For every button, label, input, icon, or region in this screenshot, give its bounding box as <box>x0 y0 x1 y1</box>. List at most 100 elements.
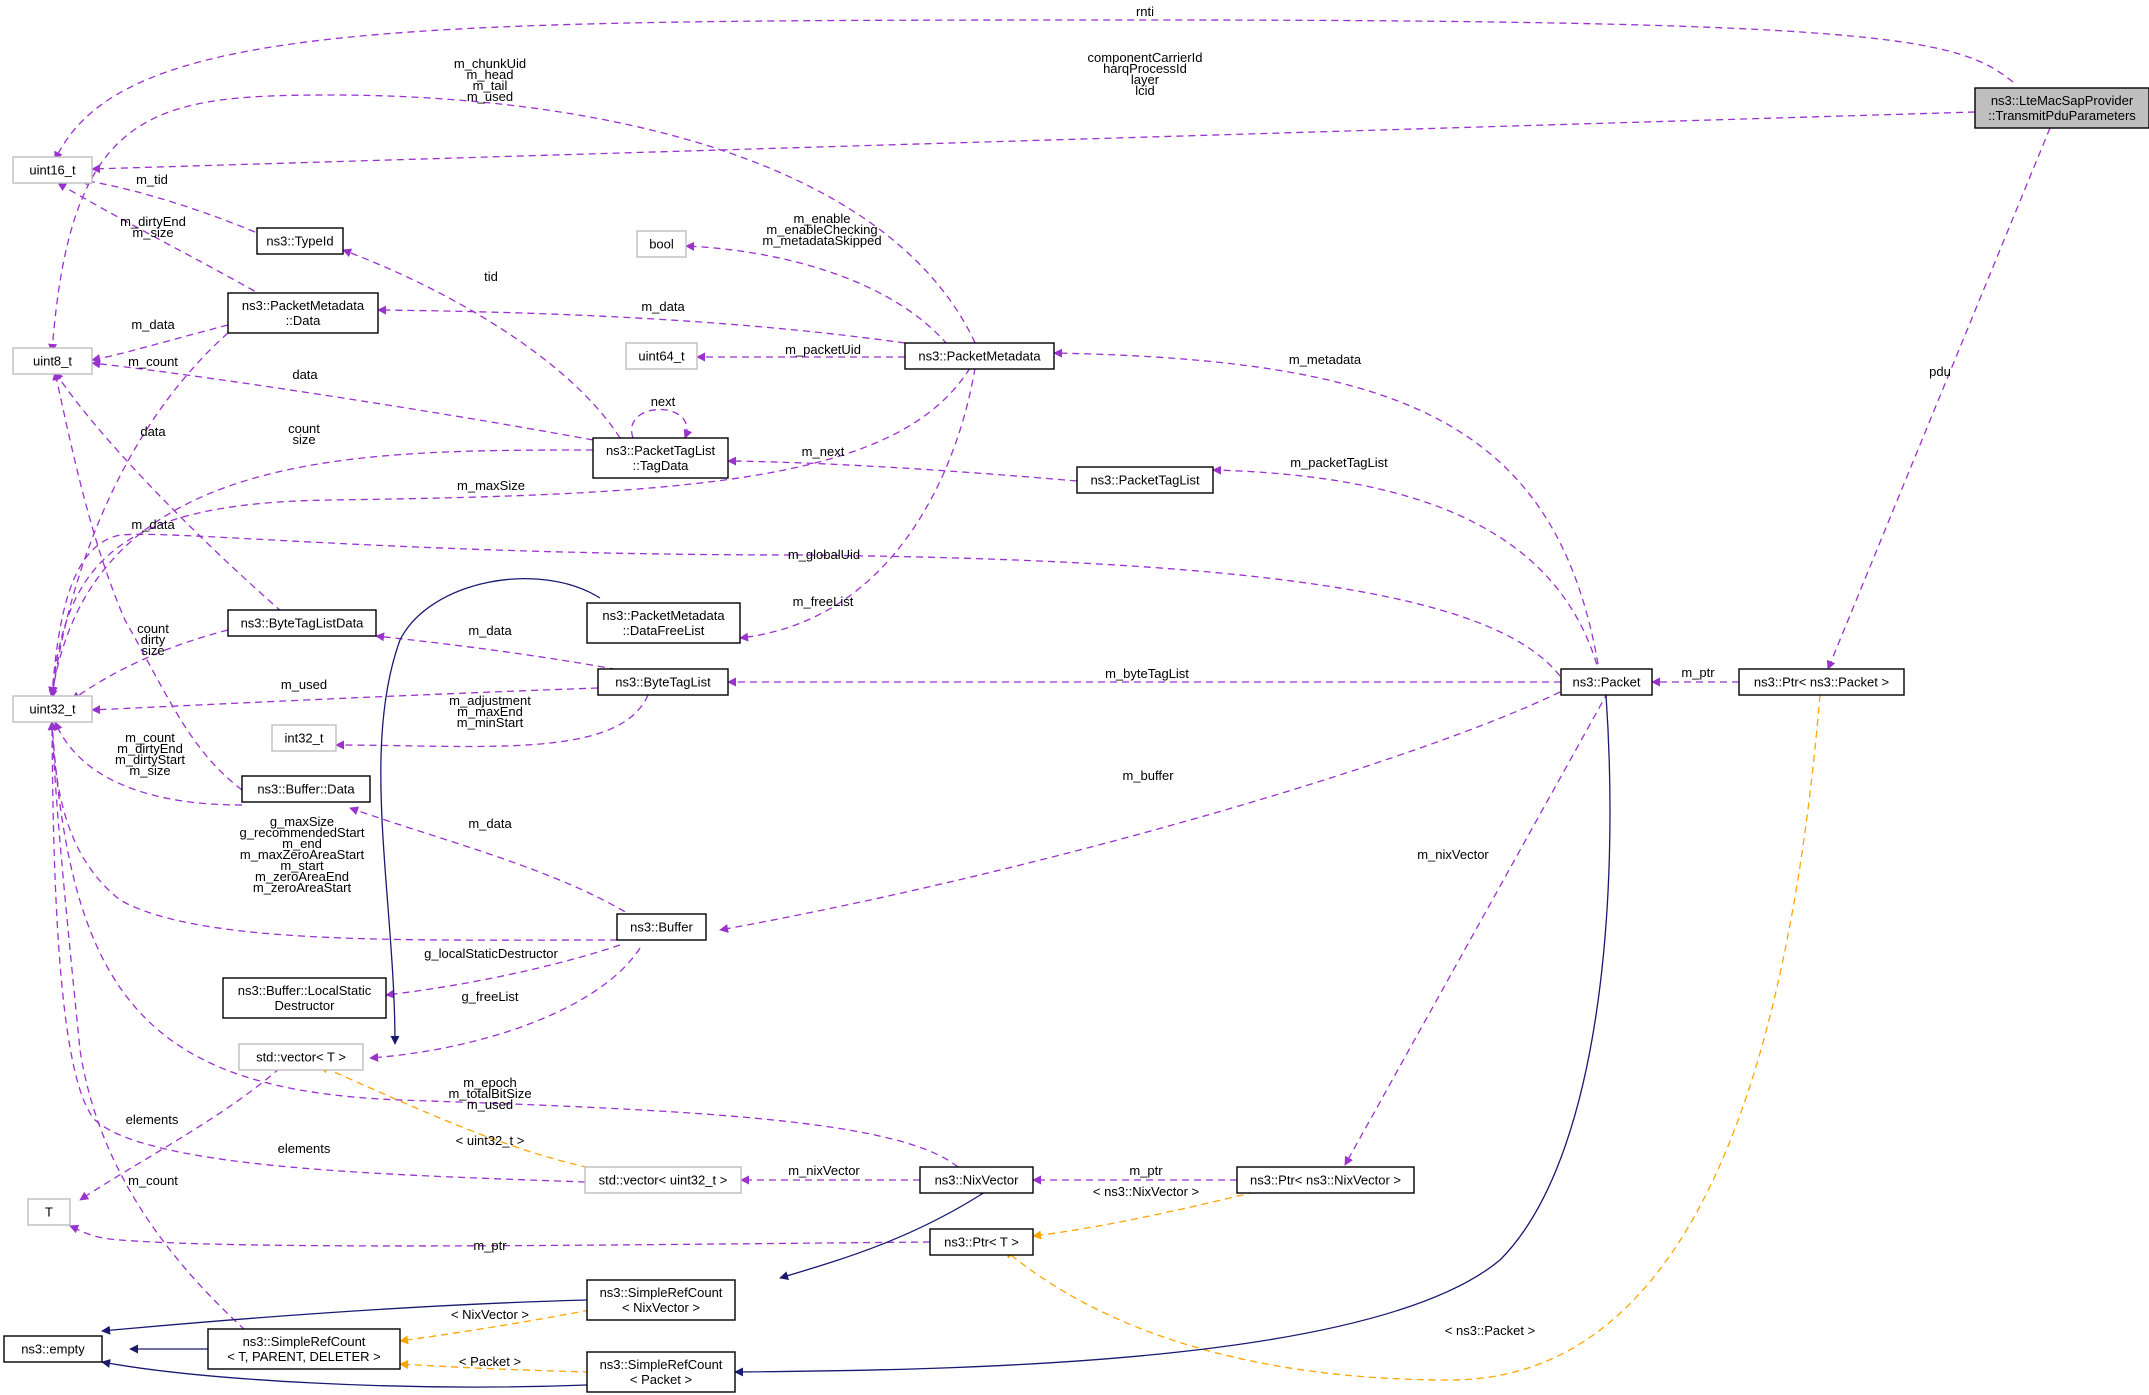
class-node-bytetaglist[interactable]: ns3::ByteTagList <box>597 668 729 696</box>
class-node-box[interactable] <box>207 1328 401 1370</box>
class-node-label: ns3::Ptr< T > <box>944 1235 1019 1250</box>
edge-label-chunk: m_used <box>467 89 513 104</box>
class-node-buffer[interactable]: ns3::Buffer <box>616 913 707 941</box>
edge-vectorT-T <box>79 1067 281 1201</box>
class-node-datafreelist[interactable]: ns3::PacketMetadata::DataFreeList <box>586 602 741 644</box>
class-node-box[interactable] <box>616 913 707 941</box>
class-node-box[interactable] <box>27 1198 71 1226</box>
edge-label-packet-tmpl: < Packet > <box>459 1354 521 1369</box>
class-node-label: ns3::LteMacSapProvider <box>1991 93 2134 108</box>
class-node-box[interactable] <box>584 1166 742 1194</box>
class-node-packetmetadata[interactable]: ns3::PacketMetadata <box>904 342 1055 370</box>
class-node-ptrpacket[interactable]: ns3::Ptr< ns3::Packet > <box>1738 668 1905 696</box>
class-node-vectoru32[interactable]: std::vector< uint32_t > <box>584 1166 742 1194</box>
edge-label-enable: m_enable <box>793 211 850 226</box>
edge-label-m-data-buf: m_data <box>468 816 512 831</box>
class-node-box[interactable] <box>271 724 337 752</box>
class-node-srcpacket[interactable]: ns3::SimpleRefCount< Packet > <box>586 1351 736 1393</box>
class-node-boolt[interactable]: bool <box>636 230 687 258</box>
class-node-typeid[interactable]: ns3::TypeId <box>256 227 344 255</box>
class-node-box[interactable] <box>586 1351 736 1393</box>
edge-label-m-data-u8: m_data <box>131 317 175 332</box>
edge-label-chunk: m_head <box>467 67 514 82</box>
class-node-uint32[interactable]: uint32_t <box>12 695 93 723</box>
edge-buffer-uint32 <box>47 721 618 941</box>
class-node-box[interactable] <box>586 1279 736 1321</box>
edge-label-epoch: m_epoch <box>463 1075 516 1090</box>
edge-label-chunk: m_chunkUid <box>454 56 526 71</box>
class-node-int32[interactable]: int32_t <box>271 724 337 752</box>
class-node-label: std::vector< uint32_t > <box>599 1173 728 1188</box>
class-node-label: Destructor <box>275 998 336 1013</box>
class-node-box[interactable] <box>592 437 729 479</box>
class-node-box[interactable] <box>1974 87 2149 129</box>
edge-bufferdata-uint32 <box>54 721 243 806</box>
edge-rnti <box>54 19 2014 161</box>
class-node-box[interactable] <box>904 342 1055 370</box>
class-node-focus[interactable]: ns3::LteMacSapProvider::TransmitPduParam… <box>1974 87 2149 129</box>
class-node-tagdata[interactable]: ns3::PacketTagList::TagData <box>592 437 729 479</box>
class-node-ptrt[interactable]: ns3::Ptr< T > <box>929 1228 1034 1256</box>
class-node-label: uint64_t <box>638 349 685 364</box>
class-node-box[interactable] <box>256 227 344 255</box>
edge-label-params: harqProcessId <box>1103 61 1187 76</box>
class-node-label: ns3::NixVector <box>935 1173 1019 1188</box>
class-node-uint64[interactable]: uint64_t <box>625 342 698 370</box>
class-node-ptrnix[interactable]: ns3::Ptr< ns3::NixVector > <box>1236 1166 1415 1194</box>
edge-label-m-buffer: m_buffer <box>1122 768 1174 783</box>
edge-packet-buffer <box>719 691 1561 933</box>
class-node-pmdata[interactable]: ns3::PacketMetadata::Data <box>227 292 379 334</box>
class-node-box[interactable] <box>227 609 377 637</box>
class-node-box[interactable] <box>3 1335 103 1363</box>
class-node-vectort[interactable]: std::vector< T > <box>238 1043 364 1071</box>
class-node-box[interactable] <box>597 668 729 696</box>
class-node-uint8[interactable]: uint8_t <box>12 347 93 375</box>
class-node-box[interactable] <box>12 347 93 375</box>
class-node-box[interactable] <box>625 342 698 370</box>
class-node-srct[interactable]: ns3::SimpleRefCount< T, PARENT, DELETER … <box>207 1328 401 1370</box>
edge-label-buf-fields: m_end <box>282 836 322 851</box>
edge-label-adjust: m_maxEnd <box>457 704 523 719</box>
edge-btl-btldata <box>375 632 641 675</box>
class-node-box[interactable] <box>636 230 687 258</box>
edge-label-epoch: m_used <box>467 1097 513 1112</box>
edge-label-m-metadata: m_metadata <box>1289 352 1362 367</box>
edge-label-m-count: m_count <box>128 354 178 369</box>
class-node-bufferdata[interactable]: ns3::Buffer::Data <box>241 775 371 803</box>
class-node-box[interactable] <box>12 695 93 723</box>
class-node-box[interactable] <box>586 602 741 644</box>
class-node-nixvector[interactable]: ns3::NixVector <box>919 1166 1034 1194</box>
class-node-box[interactable] <box>12 156 93 184</box>
class-node-box[interactable] <box>241 775 371 803</box>
edge-pmdata-uint16 <box>57 182 266 298</box>
class-node-box[interactable] <box>227 292 379 334</box>
class-node-packettaglist[interactable]: ns3::PacketTagList <box>1076 466 1214 494</box>
edge-focus-ptrpacket <box>1826 127 2051 670</box>
edge-label-m-count2: m_count <box>128 1173 178 1188</box>
class-node-label: ns3::PacketMetadata <box>918 349 1041 364</box>
class-node-box[interactable] <box>1738 668 1905 696</box>
class-node-packet[interactable]: ns3::Packet <box>1560 668 1653 696</box>
class-node-bytetaglistdata[interactable]: ns3::ByteTagListData <box>227 609 377 637</box>
class-node-empty[interactable]: ns3::empty <box>3 1335 103 1363</box>
edge-label-elements-t: elements <box>126 1112 179 1127</box>
edge-label-dirty-size: m_size <box>132 225 173 240</box>
class-node-box[interactable] <box>919 1166 1034 1194</box>
edge-bufferdata-uint8 <box>52 371 243 791</box>
edge-label-m-used: m_used <box>281 677 327 692</box>
class-node-label: bool <box>649 237 674 252</box>
class-node-srcnix[interactable]: ns3::SimpleRefCount< NixVector > <box>586 1279 736 1321</box>
class-node-label: < Packet > <box>630 1372 692 1387</box>
class-node-box[interactable] <box>222 977 387 1019</box>
class-node-uint16[interactable]: uint16_t <box>12 156 93 184</box>
class-node-box[interactable] <box>1236 1166 1415 1194</box>
edge-label-g-local: g_localStaticDestructor <box>424 946 558 961</box>
class-node-t[interactable]: T <box>27 1198 71 1226</box>
class-node-box[interactable] <box>1560 668 1653 696</box>
class-node-box[interactable] <box>929 1228 1034 1256</box>
edge-packet-ptl <box>1212 465 1601 677</box>
class-node-box[interactable] <box>1076 466 1214 494</box>
class-node-label: ns3::Buffer <box>630 920 693 935</box>
class-node-box[interactable] <box>238 1043 364 1071</box>
